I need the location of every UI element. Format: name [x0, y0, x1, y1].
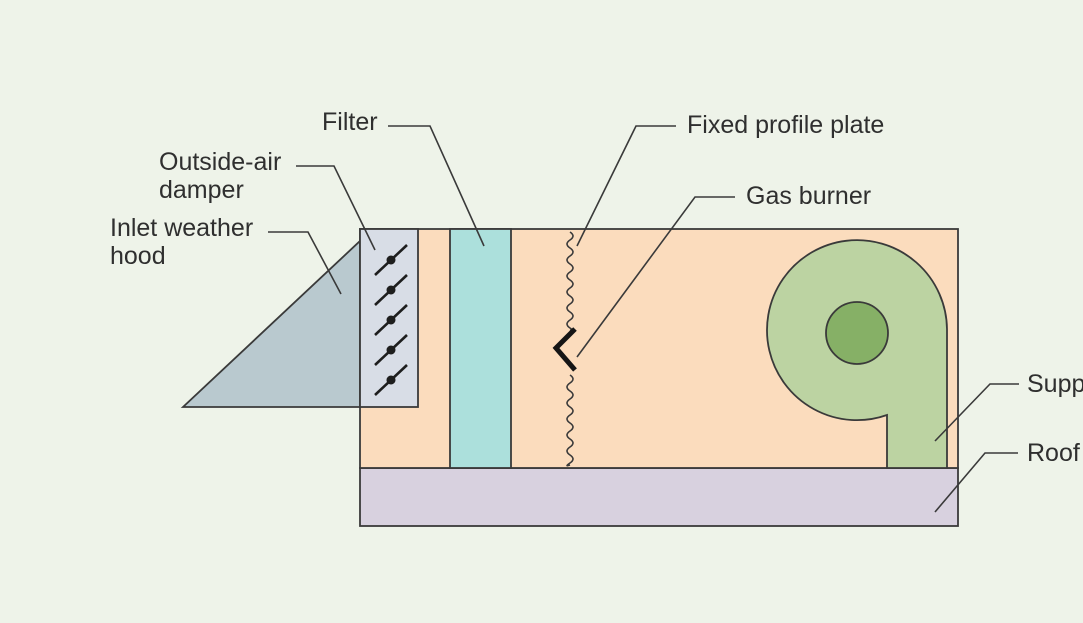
fixed-profile-plate	[566, 231, 574, 467]
roof-leader	[934, 452, 1018, 513]
inlet-weather-hood-label-line1: Inlet weather	[110, 214, 253, 242]
gas-burner-leader	[576, 196, 735, 358]
roof-label: Roof	[1027, 439, 1080, 467]
outside-air-damper-leader	[296, 165, 376, 251]
filter-label: Filter	[322, 108, 378, 136]
inlet-weather-hood-label-line2: hood	[110, 242, 166, 270]
fan-hub	[825, 301, 889, 365]
fixed-profile-plate-label: Fixed profile plate	[687, 111, 884, 139]
gas-burner	[552, 327, 577, 372]
supply-fan	[766, 239, 948, 469]
outside-air-damper-label-line1: Outside-air	[159, 148, 281, 176]
roof-curb	[359, 467, 959, 527]
outside-air-damper	[359, 228, 419, 408]
outside-air-damper-label-line2: damper	[159, 176, 244, 204]
inlet-weather-hood	[180, 238, 361, 408]
inlet-weather-hood-leader	[268, 231, 342, 295]
gas-burner-label: Gas burner	[746, 182, 871, 210]
fixed-profile-plate-leader	[576, 125, 676, 247]
filter-leader	[388, 125, 485, 247]
supply-label: Supp	[1027, 370, 1083, 398]
supply-leader	[934, 383, 1019, 442]
filter	[449, 228, 512, 469]
